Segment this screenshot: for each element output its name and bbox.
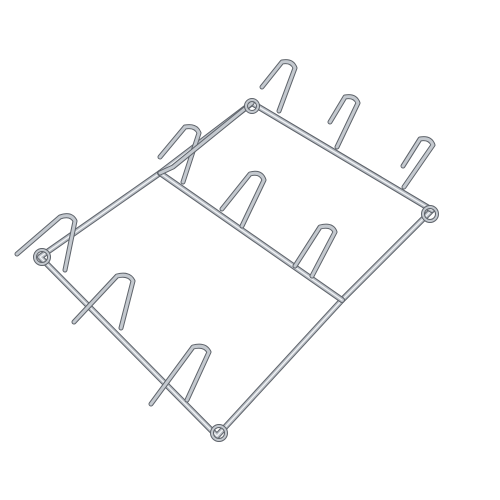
upper-row-bar [249, 100, 435, 213]
hook-upper-3 [400, 136, 436, 190]
hook-upper-2 [327, 94, 361, 150]
hinge-loop-left [33, 248, 51, 266]
hook-middle-2 [219, 170, 267, 229]
inner-frame-leg [157, 100, 255, 176]
hook-middle-3 [292, 223, 338, 279]
hook-front-3 [148, 343, 212, 407]
hinge-loop-bottom [210, 424, 228, 442]
middle-bar [157, 170, 345, 303]
hook-upper-1 [259, 59, 298, 114]
hook-middle-1 [157, 124, 202, 185]
hook-front-1 [14, 213, 78, 273]
outer-frame [37, 100, 435, 439]
hinge-loop-right [421, 205, 439, 223]
hinge-loop-top [244, 98, 260, 114]
hook-front-2 [71, 272, 136, 331]
